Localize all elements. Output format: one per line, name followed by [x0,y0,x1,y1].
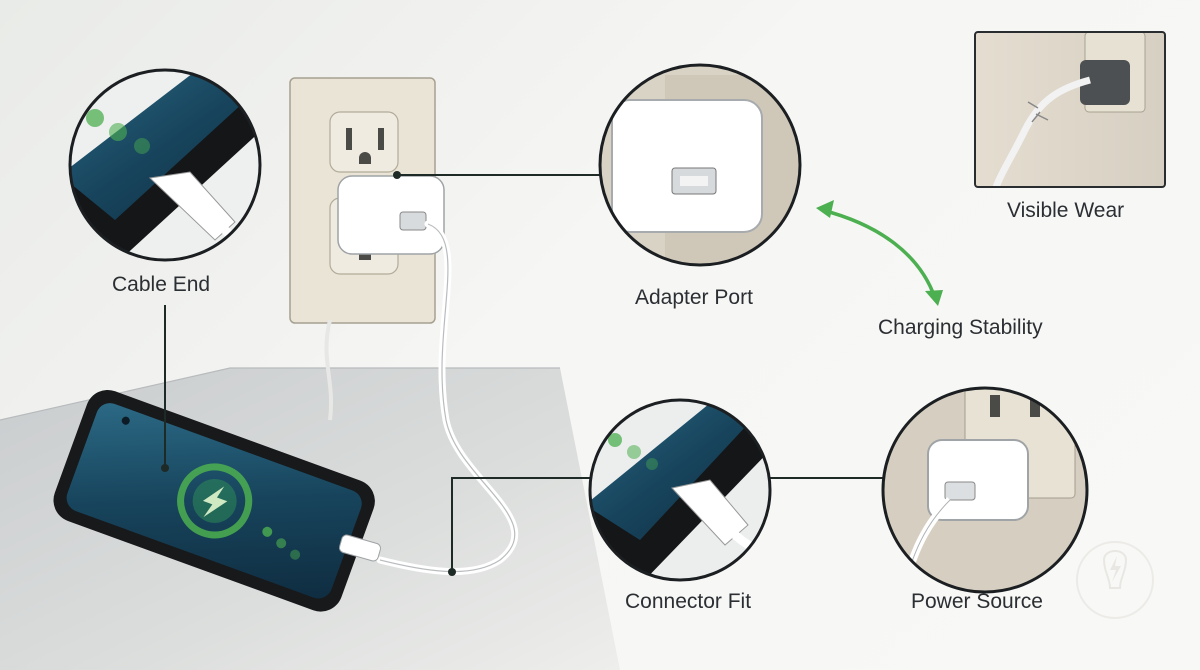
label-power-source: Power Source [911,590,1043,613]
stability-arrow [816,200,943,306]
callout-adapter-port [598,63,802,267]
arrow-head-top [816,200,834,218]
lightning-bulb-icon [1076,541,1154,619]
callout-visible-wear [974,31,1166,188]
label-charging-stability: Charging Stability [878,316,1043,339]
arrow-head-bottom [925,290,943,306]
callout-connector-fit [588,398,772,582]
smartphone [53,389,375,612]
desk-edge [0,367,560,421]
charging-ring [177,463,253,539]
wall-cable-shadow [324,319,334,421]
leader-line-connector-fit [451,477,590,572]
wall-charger [337,175,445,255]
phone-plug [338,534,382,562]
label-adapter-port: Adapter Port [635,286,753,309]
label-visible-wear: Visible Wear [1007,199,1125,222]
leader-dot-connector [448,568,456,576]
leader-lines [164,174,883,572]
callout-cable-end [68,68,262,262]
charging-bolt-icon [202,486,228,518]
label-cable-end: Cable End [112,273,211,296]
leader-dot-adapter [393,171,401,179]
leader-dot-cable-end [161,464,169,472]
label-connector-fit: Connector Fit [625,590,752,613]
callout-power-source [881,386,1089,594]
